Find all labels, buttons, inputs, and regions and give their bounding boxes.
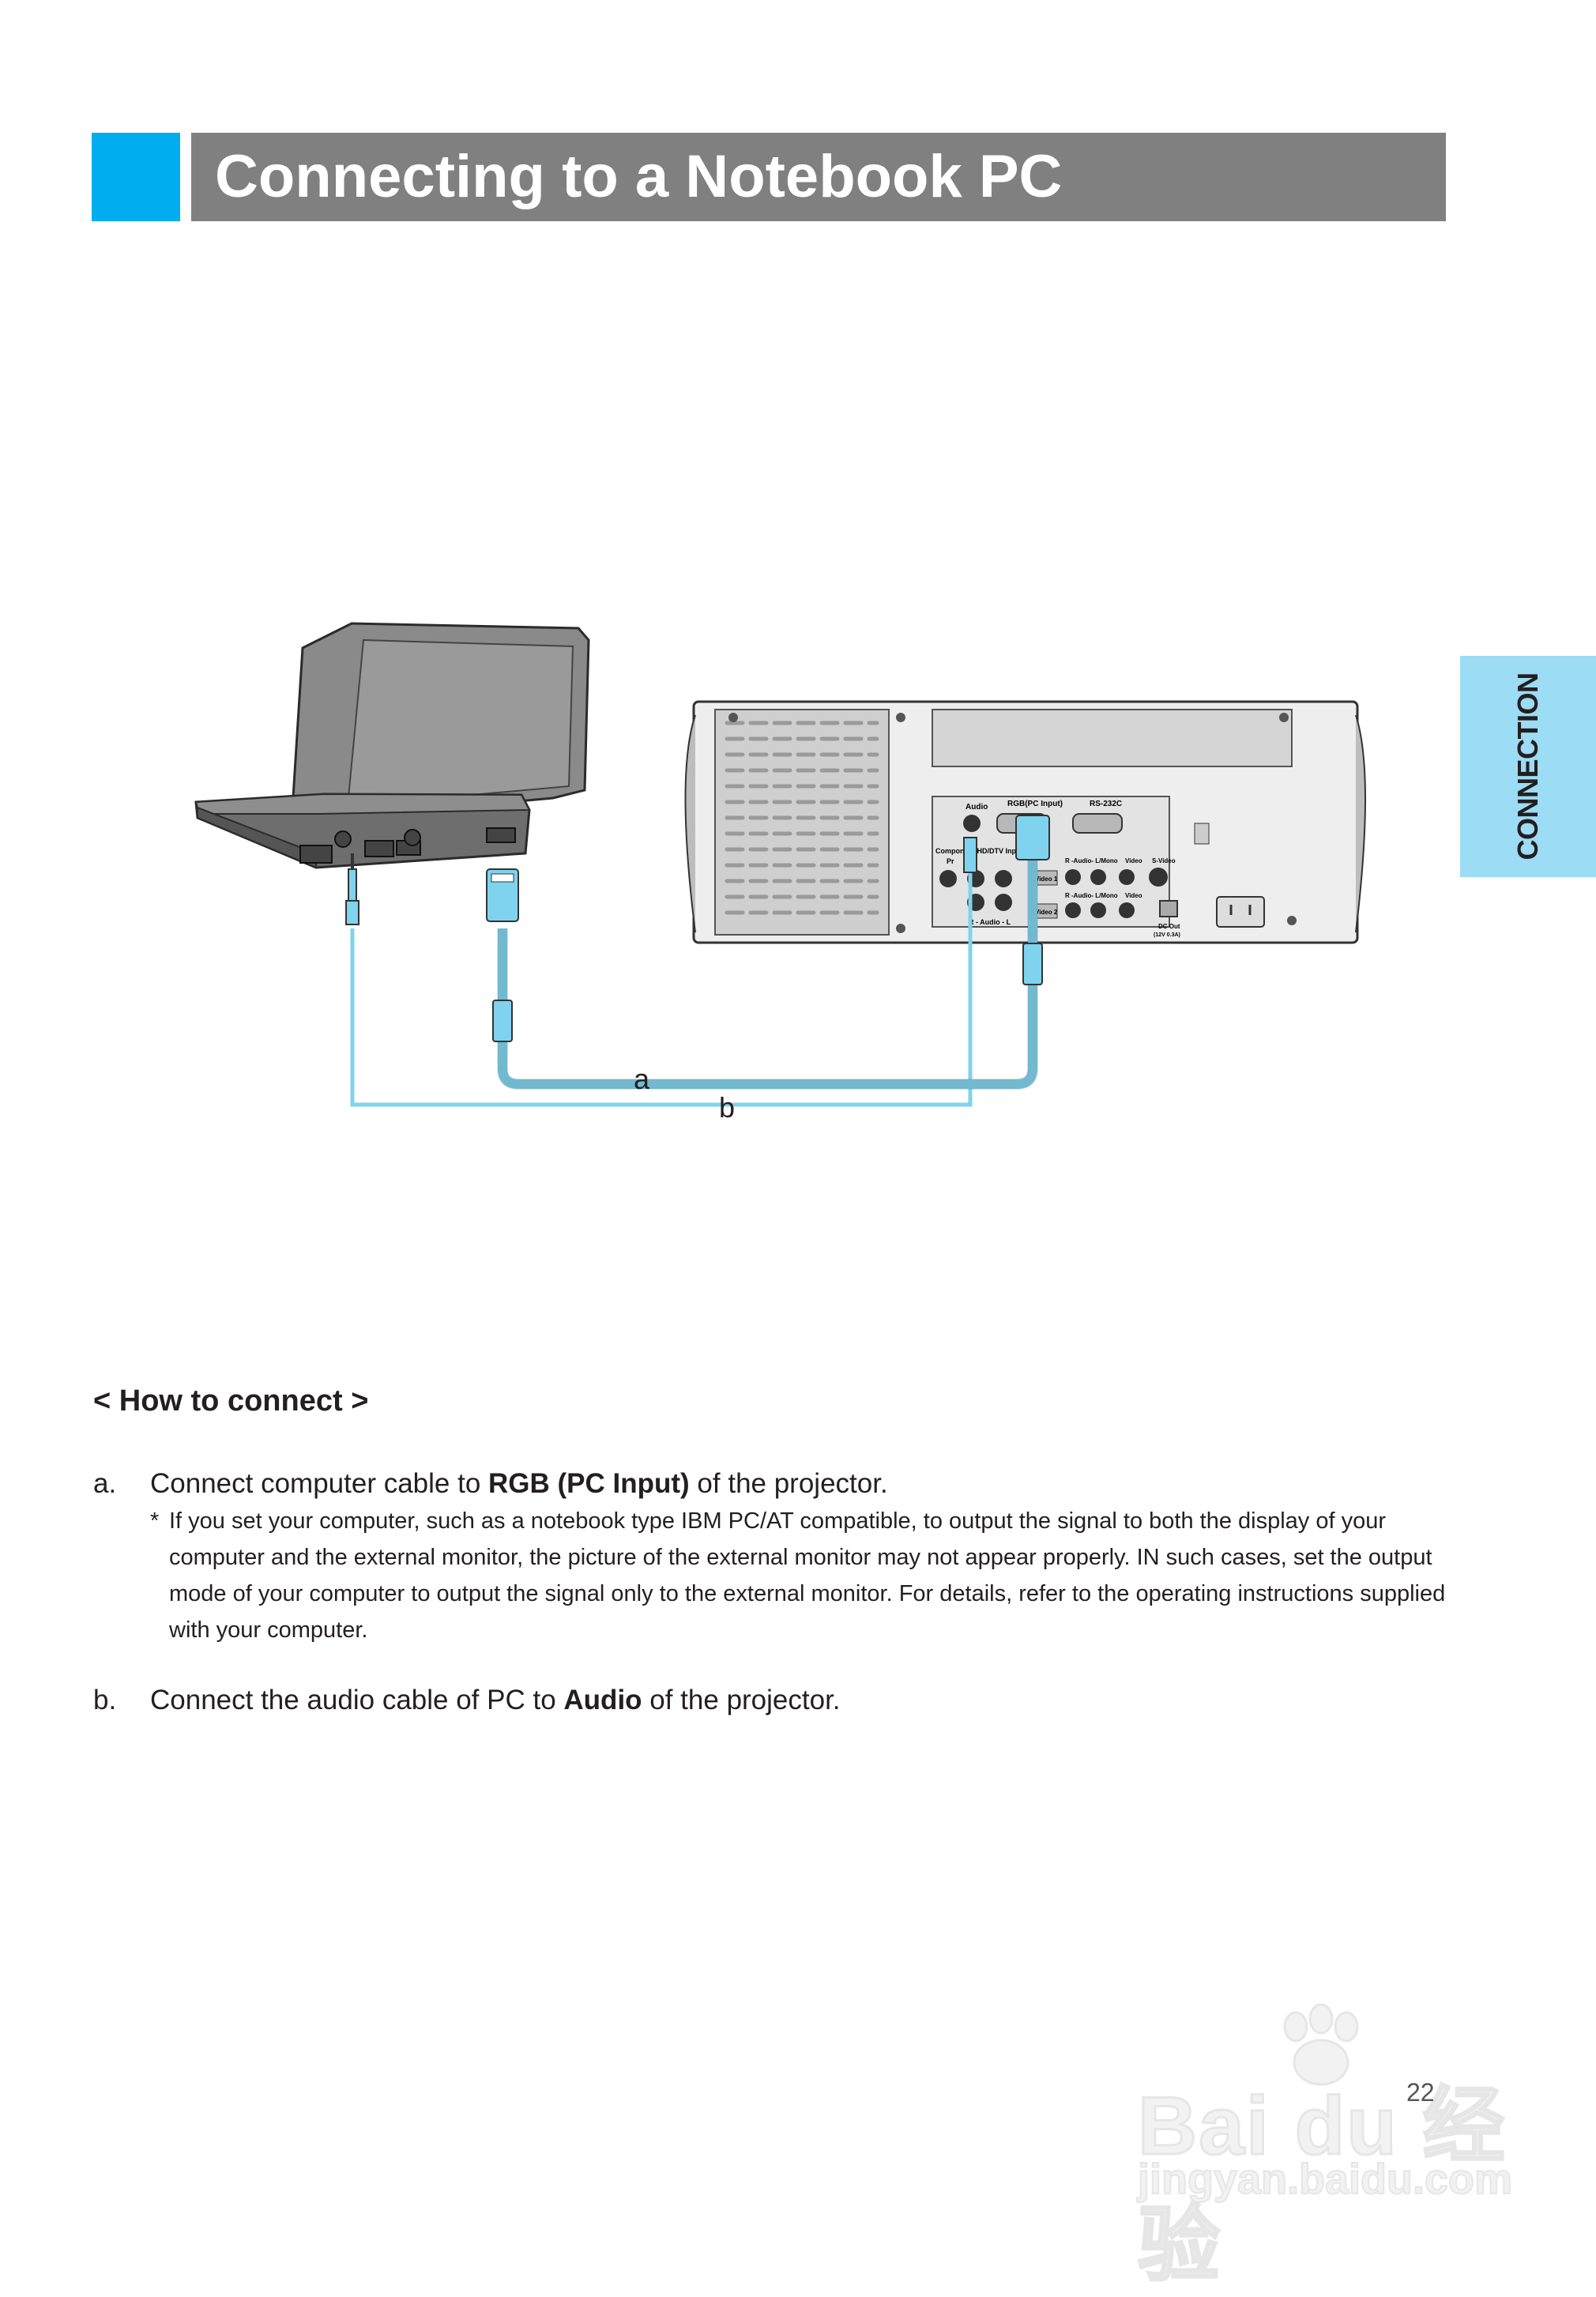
step-b-pre: Connect the audio cable of PC to	[150, 1685, 564, 1715]
step-b-label: b.	[93, 1685, 117, 1715]
step-a-bold: RGB (PC Input)	[488, 1468, 690, 1499]
step-a-text: Connect computer cable to RGB (PC Input)…	[150, 1468, 888, 1500]
projector-rear-panel: Audio RGB(PC Input) RS-232C Component/HD…	[684, 700, 1366, 944]
port-label-dc-spec: (12V 0.3A)	[1154, 932, 1180, 938]
port-label-video1: Video 1	[1035, 875, 1058, 883]
page-number: 22	[1406, 2078, 1435, 2107]
instructions-heading: < How to connect >	[93, 1384, 369, 1418]
port-label-svideo: S-Video	[1152, 857, 1176, 864]
note-text: If you set your computer, such as a note…	[169, 1508, 1446, 1643]
section-tab-label: CONNECTION	[1511, 672, 1544, 860]
port-label-audio: Audio	[966, 803, 988, 811]
step-a-pre: Connect computer cable to	[150, 1468, 489, 1499]
section-tab: CONNECTION	[1460, 656, 1596, 877]
port-label-video2: Video 2	[1035, 909, 1058, 916]
port-label-video-1: Video	[1125, 857, 1142, 864]
note-asterisk: *	[150, 1508, 160, 1534]
note: * If you set your computer, such as a no…	[150, 1503, 1446, 1648]
title-bar: Connecting to a Notebook PC	[191, 133, 1446, 221]
paw-icon	[1283, 2003, 1359, 2086]
watermark-url: jingyan.baidu.com	[1137, 2155, 1513, 2204]
baidu-watermark: Bai du 经验 jingyan.baidu.com	[1122, 2003, 1517, 2293]
port-label-rs232c: RS-232C	[1090, 800, 1122, 808]
port-label-pr: Pr	[947, 857, 954, 865]
port-label-dc-out: DC Out	[1158, 923, 1180, 930]
port-label-video-2: Video	[1125, 892, 1142, 899]
step-a-label: a.	[93, 1468, 117, 1499]
port-label-audio-mono-2: R -Audio- L/Mono	[1065, 892, 1118, 899]
step-b-text: Connect the audio cable of PC to Audio o…	[150, 1685, 841, 1716]
cable-label-a: a	[634, 1063, 650, 1095]
cables	[345, 815, 1050, 1107]
notebook-pc-illustration	[194, 622, 590, 869]
port-label-audio-mono-1: R -Audio- L/Mono	[1065, 857, 1118, 864]
page-title: Connecting to a Notebook PC	[215, 143, 1063, 210]
port-label-audio-lr: R - Audio - L	[969, 918, 1011, 926]
port-label-component: Component/HD/DTV Input	[935, 847, 1022, 855]
step-b-post: of the projector.	[642, 1685, 841, 1715]
header-accent-square	[92, 133, 180, 221]
port-label-rgb: RGB(PC Input)	[1007, 800, 1063, 808]
step-b-bold: Audio	[563, 1685, 642, 1715]
connection-diagram: Audio RGB(PC Input) RS-232C Component/HD…	[194, 622, 1366, 1124]
cable-label-b: b	[719, 1091, 735, 1124]
step-a-post: of the projector.	[689, 1468, 888, 1499]
